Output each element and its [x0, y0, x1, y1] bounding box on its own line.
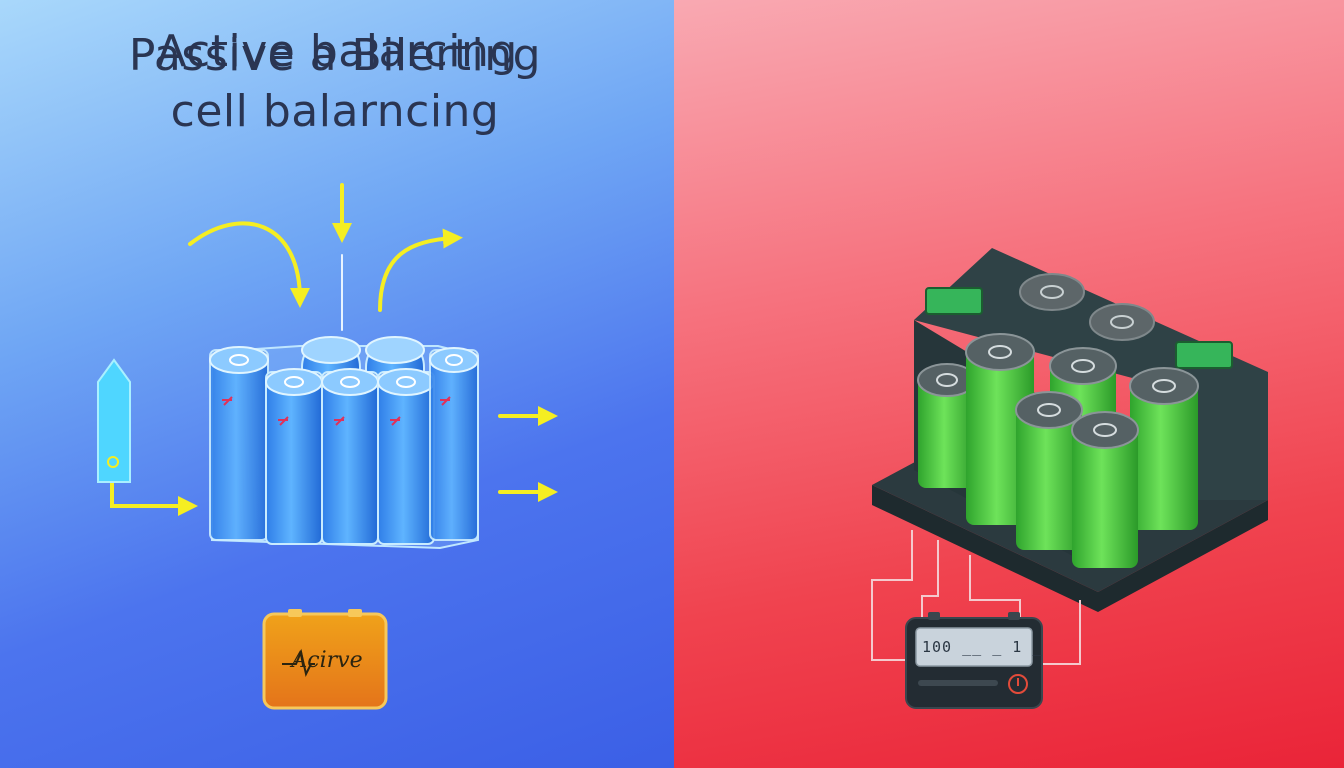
cell-markings [222, 396, 451, 426]
front-cell [265, 368, 323, 545]
active-battery-pack [209, 336, 479, 550]
green-cell [1129, 367, 1199, 530]
energy-transfer-arrows [110, 183, 558, 516]
passive-title-line-1: Passive a Bilerting [128, 30, 542, 81]
passive-battery-module [872, 248, 1268, 612]
front-cell [429, 347, 479, 541]
pulse-wave-icon [282, 648, 315, 677]
gray-cell-icon [1089, 303, 1155, 341]
gray-cell-icon [1019, 273, 1085, 311]
curved-arrow-in-icon [188, 221, 310, 308]
green-cell [1015, 391, 1083, 550]
green-cell [917, 363, 977, 488]
balancing-meter [905, 612, 1043, 709]
curved-arrow-out-icon [378, 228, 463, 312]
connector-block-icon [1175, 341, 1233, 369]
power-icon [1008, 674, 1028, 694]
active-badge [262, 609, 388, 710]
active-badge-label: Acirve [291, 648, 363, 673]
passive-title-line-2: cell balarncing [170, 86, 500, 137]
sensor-probe-icon [97, 358, 131, 483]
front-cell [377, 368, 435, 545]
active-balancing-title: Active balarcing [156, 26, 518, 77]
passive-balancing-title: Passive a Bilerting cell balarncing [60, 28, 610, 140]
input-arrow-icon [110, 476, 198, 516]
meter-reading: 100 __ _ 1 _ [922, 638, 1043, 656]
front-cell [209, 346, 269, 541]
green-cell [1071, 411, 1139, 568]
front-cell [321, 368, 379, 545]
meter-display [915, 627, 1033, 667]
connector-block-icon [925, 287, 983, 315]
meter-wiring [871, 530, 1081, 665]
